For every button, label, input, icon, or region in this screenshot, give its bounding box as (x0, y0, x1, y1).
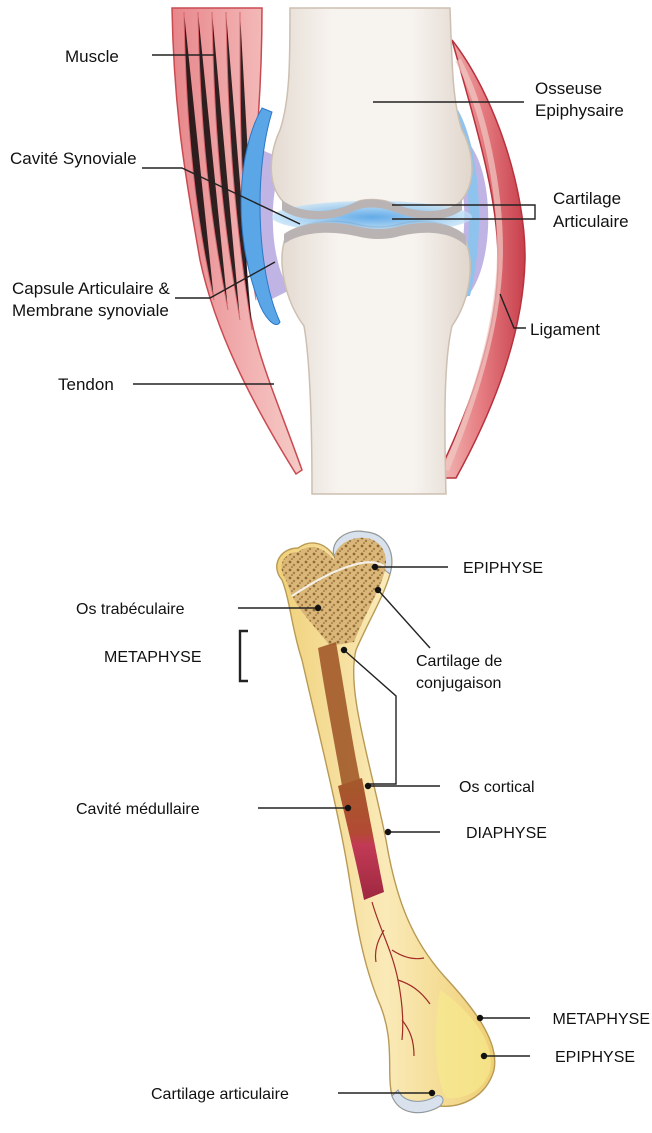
label-metaphyse-top: METAPHYSE (104, 649, 202, 666)
upper-bone (271, 8, 472, 212)
label-cavite-synoviale: Cavité Synoviale (10, 149, 137, 168)
label-ligament: Ligament (530, 320, 600, 339)
label-cavite-medullaire: Cavité médullaire (76, 801, 200, 818)
label-cartilage-articulaire: Cartilage articulaire (151, 1086, 289, 1103)
label-tendon: Tendon (58, 375, 114, 394)
label-cartilage-conj-1: Cartilage de (416, 653, 502, 670)
label-osseuse-2: Epiphysaire (535, 101, 624, 120)
label-capsule-1: Capsule Articulaire & (12, 279, 170, 298)
label-muscle: Muscle (65, 47, 119, 66)
label-metaphyse-bottom: METAPHYSE (553, 1011, 651, 1028)
label-epiphyse-top: EPIPHYSE (463, 560, 543, 577)
label-cartilage-1: Cartilage (553, 189, 621, 208)
bone-illustration (277, 531, 495, 1112)
label-os-trabeculaire: Os trabéculaire (76, 601, 185, 618)
label-cartilage-conj-2: conjugaison (416, 675, 501, 692)
label-epiphyse-bottom: EPIPHYSE (555, 1049, 635, 1066)
joint-illustration (172, 8, 525, 494)
label-capsule-2: Membrane synoviale (12, 301, 169, 320)
label-cartilage-2: Articulaire (553, 212, 629, 231)
label-diaphyse: DIAPHYSE (466, 825, 547, 842)
lower-bone (282, 221, 470, 494)
label-osseuse-1: Osseuse (535, 79, 602, 98)
label-os-cortical: Os cortical (459, 779, 535, 796)
muscle-left (172, 8, 302, 474)
